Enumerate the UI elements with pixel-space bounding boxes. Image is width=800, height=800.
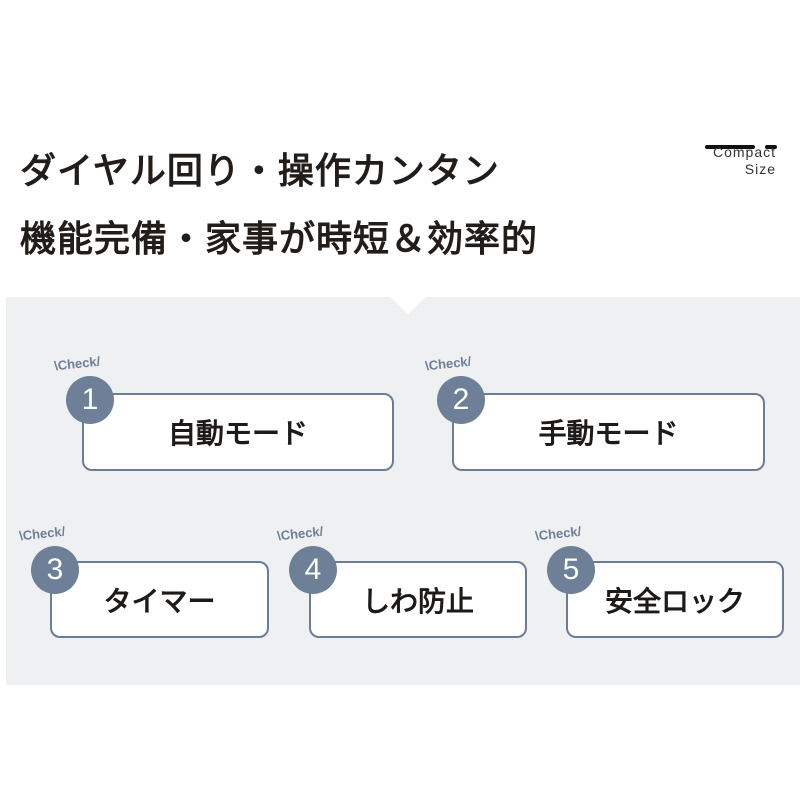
logo-line-2: Size xyxy=(744,161,776,177)
feature-number-badge: 5 xyxy=(547,546,595,594)
feature-card: しわ防止 xyxy=(309,561,527,638)
feature-card: 自動モード xyxy=(82,393,394,471)
logo-line-1: Compact xyxy=(712,144,776,160)
compact-size-icon xyxy=(705,145,777,149)
feature-card: 安全ロック xyxy=(566,561,784,638)
feature-number-badge: 2 xyxy=(437,376,485,424)
panel-notch xyxy=(390,297,426,315)
feature-number-badge: 1 xyxy=(66,376,114,424)
heading-line-1: ダイヤル回り・操作カンタン xyxy=(20,151,500,192)
heading-line-2: 機能完備・家事が時短＆効率的 xyxy=(20,219,539,260)
feature-number-badge: 3 xyxy=(31,546,79,594)
compact-size-logo: Compact Size xyxy=(713,144,776,178)
feature-card: 手動モード xyxy=(452,393,765,471)
feature-card: タイマー xyxy=(50,561,269,638)
feature-number-badge: 4 xyxy=(289,546,337,594)
